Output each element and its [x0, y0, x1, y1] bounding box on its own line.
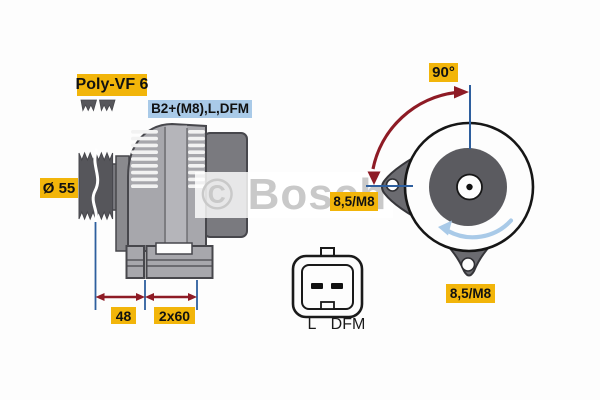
belt-profile-icon: [80, 99, 116, 112]
width-dimensions: [94, 222, 198, 310]
pulley-break-line: [91, 148, 100, 224]
pin-l: [311, 283, 323, 289]
dimension-2x60-label: 2x60: [154, 307, 195, 324]
rotation-arrow-icon: [438, 218, 514, 240]
pin-dfm-label: DFM: [330, 315, 366, 333]
alternator-rear-view: [381, 121, 535, 277]
mount-hole-bottom-label: 8,5/M8: [446, 284, 495, 303]
shaft-center-dot: [466, 183, 473, 191]
belt-type-label: Poly-VF 6: [76, 74, 148, 96]
pin-l-label: L: [307, 315, 317, 333]
pin-dfm: [331, 283, 343, 289]
dimension-48-label: 48: [111, 307, 136, 324]
angle-arc: [371, 90, 457, 170]
mount-hole-bottom: [460, 257, 476, 272]
angle-dimension: [366, 85, 471, 187]
connector-view: [291, 247, 364, 319]
mount-hole-left-label: 8,5/M8: [330, 192, 378, 211]
angle-90-label: 90°: [429, 63, 458, 82]
pulley-diameter-label: Ø 55: [40, 178, 78, 198]
connections-label: B2+(M8),L,DFM: [148, 100, 252, 118]
mounting-feet: [125, 242, 214, 279]
